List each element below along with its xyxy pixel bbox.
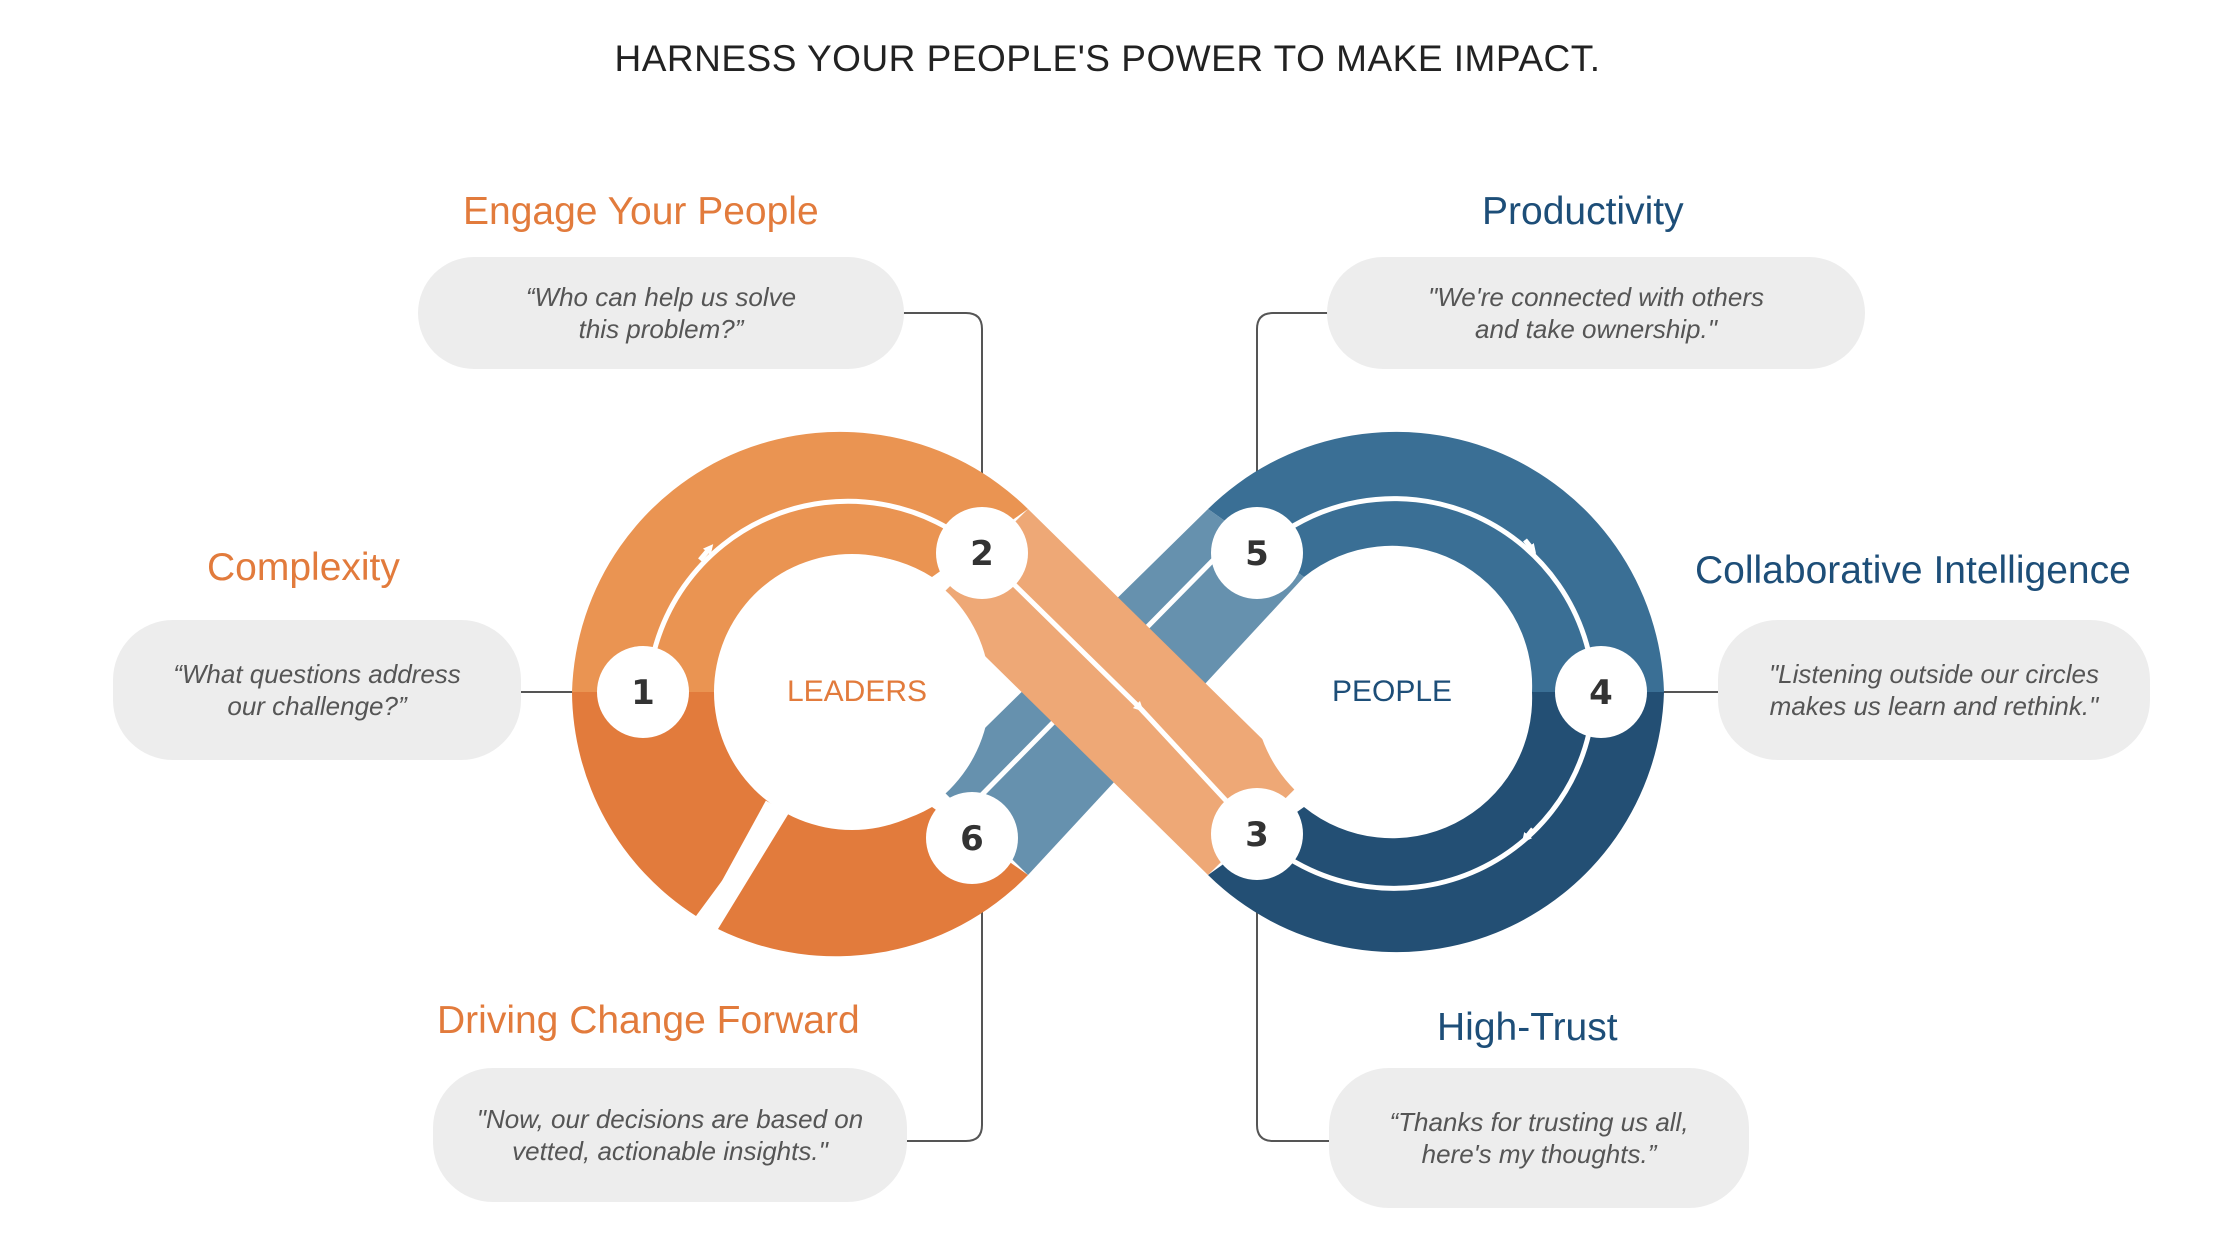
step-number-4: 4 xyxy=(1589,673,1613,713)
quote-bubble-step-3: “Thanks for trusting us all, here's my t… xyxy=(1329,1068,1749,1208)
people-hole xyxy=(1254,554,1530,830)
quote-step-2: “Who can help us solve this problem?” xyxy=(525,281,797,345)
step-markers: 1 2 3 4 5 6 xyxy=(597,507,1647,884)
page-title: HARNESS YOUR PEOPLE'S POWER TO MAKE IMPA… xyxy=(614,38,1601,79)
right-ring-lower xyxy=(1255,691,1597,891)
quote-step-4: "Listening outside our circles makes us … xyxy=(1768,658,2100,722)
heading-collaborative-intelligence: Collaborative Intelligence xyxy=(1695,549,2131,592)
step-circle-1 xyxy=(597,646,689,738)
step-circle-4 xyxy=(1555,646,1647,738)
step-number-2: 2 xyxy=(970,534,994,574)
flow-arrows xyxy=(645,496,1597,891)
heading-complexity: Complexity xyxy=(207,546,400,589)
step-number-1: 1 xyxy=(631,673,655,713)
connector-step-3 xyxy=(1256,834,1351,1142)
quote-bubble-step-6: "Now, our decisions are based on vetted,… xyxy=(433,1068,907,1202)
connector-step-2 xyxy=(894,312,983,553)
heading-productivity: Productivity xyxy=(1482,190,1684,233)
quote-step-6: "Now, our decisions are based on vetted,… xyxy=(476,1103,864,1167)
quote-step-3: “Thanks for trusting us all, here's my t… xyxy=(1389,1106,1689,1170)
quote-bubble-step-5: "We're connected with others and take ow… xyxy=(1327,257,1865,369)
quote-step-1: “What questions address our challenge?” xyxy=(173,658,461,722)
people-loop xyxy=(1208,431,1664,953)
connector-step-6 xyxy=(894,838,983,1142)
connector-lines xyxy=(505,312,1738,1142)
loop-gap xyxy=(696,800,779,934)
connector-step-5 xyxy=(1256,312,1336,553)
people-label: PEOPLE xyxy=(1332,675,1452,708)
leaders-label: LEADERS xyxy=(787,675,927,708)
step-number-3: 3 xyxy=(1245,815,1269,855)
heading-high-trust: High-Trust xyxy=(1437,1006,1618,1049)
step-circle-6 xyxy=(926,792,1018,884)
step-circle-3 xyxy=(1211,788,1303,880)
quote-bubble-step-2: “Who can help us solve this problem?” xyxy=(418,257,904,369)
left-ring xyxy=(645,498,984,693)
quote-bubble-step-1: “What questions address our challenge?” xyxy=(113,620,521,760)
quote-bubble-step-4: "Listening outside our circles makes us … xyxy=(1718,620,2150,760)
crossing-bands xyxy=(932,509,1304,875)
leaders-hole xyxy=(714,554,990,830)
step-number-6: 6 xyxy=(960,819,984,859)
heading-driving-change-forward: Driving Change Forward xyxy=(437,999,860,1042)
right-ring xyxy=(1255,496,1597,693)
heading-engage-your-people: Engage Your People xyxy=(463,190,819,233)
quote-step-5: "We're connected with others and take ow… xyxy=(1428,281,1764,345)
step-circle-5 xyxy=(1211,507,1303,599)
step-circle-2 xyxy=(936,507,1028,599)
step-number-5: 5 xyxy=(1245,534,1269,574)
